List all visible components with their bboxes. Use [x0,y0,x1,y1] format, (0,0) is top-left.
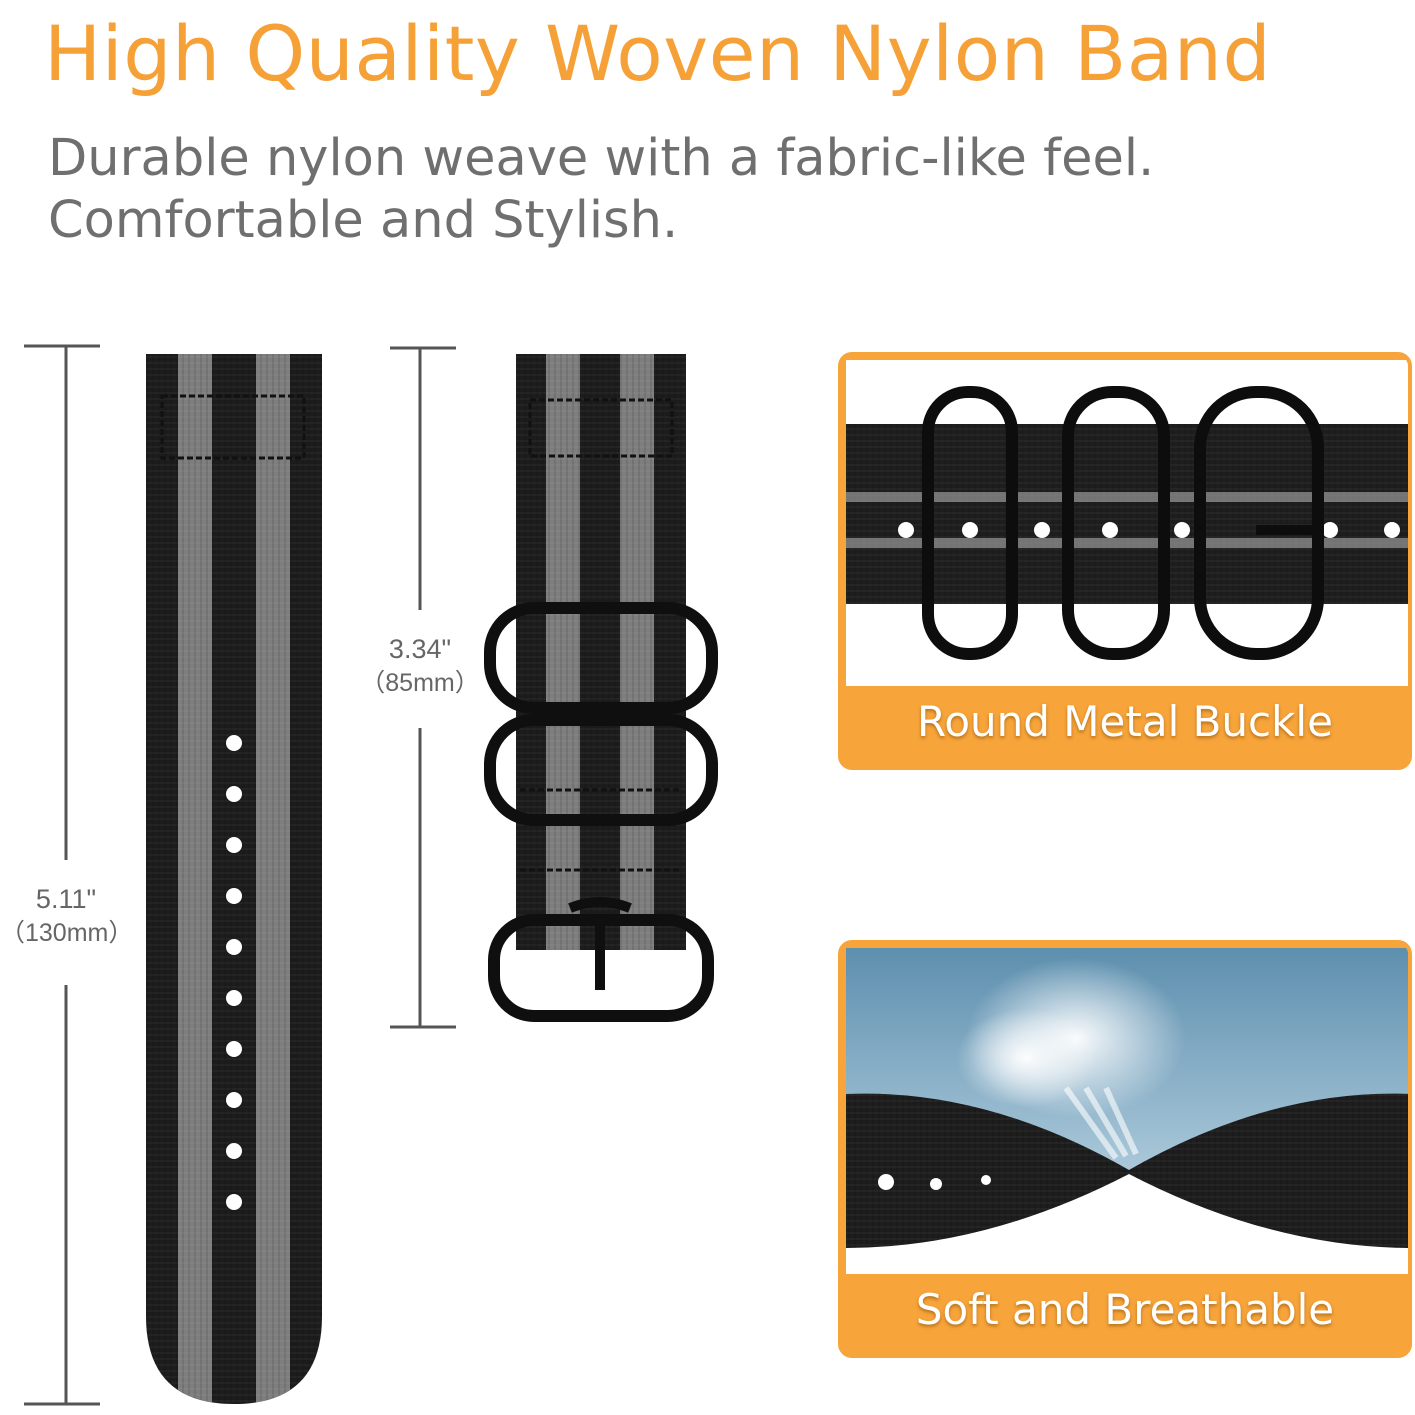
short-strap [516,354,686,950]
strap-holes [226,735,242,1210]
breathable-fabric-photo [846,948,1408,1274]
feature-panel-breathable: Soft and Breathable [838,940,1412,1358]
long-strap [146,354,322,1404]
short-strap-length-label: 3.34" （85mm） [356,632,484,700]
page-title: High Quality Woven Nylon Band [44,9,1272,98]
feature-caption-breathable: Soft and Breathable [915,1285,1335,1334]
long-strap-length-label: 5.11" （130mm） [0,882,133,950]
subtitle-line-2: Comfortable and Stylish. [48,191,679,250]
feature-panel-buckle: Round Metal Buckle [838,352,1412,770]
feature-caption-buckle: Round Metal Buckle [917,697,1333,746]
short-strap-dimension [390,346,456,1029]
subtitle-line-1: Durable nylon weave with a fabric-like f… [48,129,1155,188]
buckle-closeup-photo [846,360,1408,686]
long-strap-dimension [24,344,100,1406]
